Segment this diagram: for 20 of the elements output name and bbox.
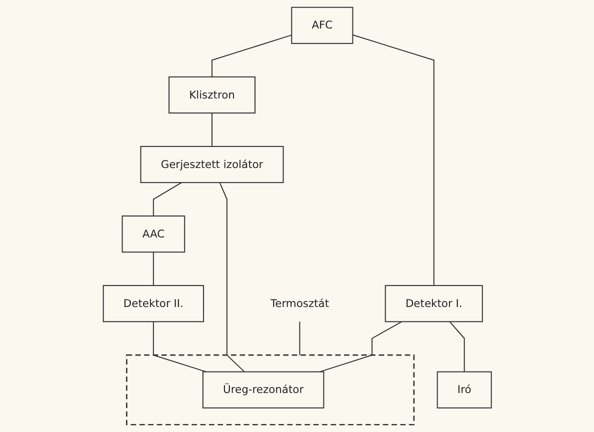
node-box: Klisztron <box>168 76 256 114</box>
connector <box>152 322 206 372</box>
node-box: Detektor II. <box>102 285 204 322</box>
node-box: AAC <box>121 215 185 253</box>
connector <box>152 252 154 286</box>
connector <box>448 321 464 372</box>
connector <box>152 182 182 216</box>
connector <box>211 113 212 146</box>
node-text: Termosztát <box>270 296 329 310</box>
node-box: Üreg-rezonátor <box>202 371 324 408</box>
node-box: Detektor I. <box>384 285 483 322</box>
connector <box>352 34 434 286</box>
node-box: Iró <box>436 371 492 408</box>
connector <box>298 322 300 356</box>
connector <box>218 182 244 372</box>
connector <box>319 321 402 372</box>
node-box: AFC <box>290 6 353 44</box>
node-box: Gerjesztett izolátor <box>140 146 284 184</box>
cluster <box>126 354 414 426</box>
connector <box>211 34 292 77</box>
